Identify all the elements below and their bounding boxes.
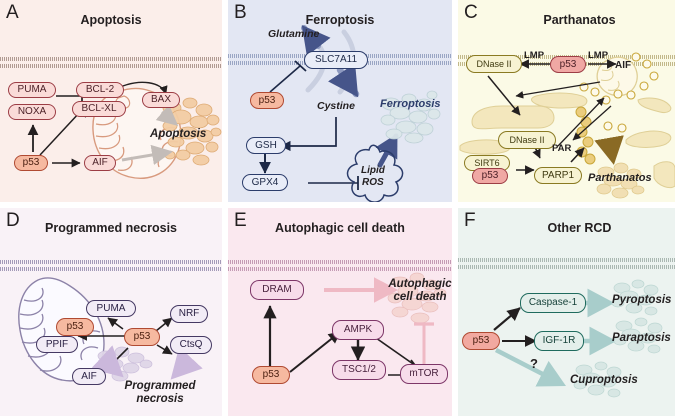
node-gsh[interactable]: GSH bbox=[246, 137, 286, 154]
label-ros: ROS bbox=[362, 177, 384, 188]
outcome-autophagic-line2: cell death bbox=[393, 291, 447, 303]
node-caspase-1[interactable]: Caspase-1 bbox=[520, 293, 586, 313]
panel-f-graphics bbox=[493, 279, 663, 398]
label-glutamine: Glutamine bbox=[268, 28, 320, 40]
node-mtor[interactable]: mTOR bbox=[400, 364, 448, 384]
panel-c-parthanatos: C Parthanatos bbox=[458, 0, 675, 202]
node-ampk[interactable]: AMPK bbox=[332, 320, 384, 340]
panel-c-graphics bbox=[459, 52, 675, 199]
label-lipid: Lipid bbox=[361, 165, 385, 176]
node-p53-d-mito[interactable]: p53 bbox=[56, 318, 94, 336]
plasma-membrane-icon bbox=[458, 258, 675, 269]
node-tsc1-2[interactable]: TSC1/2 bbox=[332, 360, 386, 380]
outcome-autophagic-line1: Autophagic bbox=[388, 278, 452, 290]
panel-f-letter: F bbox=[464, 210, 476, 231]
panel-e-autophagic-cell-death: E Autophagic cell death bbox=[228, 208, 452, 416]
node-igf-1r[interactable]: IGF-1R bbox=[534, 331, 584, 351]
node-aif-d[interactable]: AIF bbox=[72, 368, 106, 385]
node-parp1[interactable]: PARP1 bbox=[534, 167, 582, 184]
outcome-cuproptosis: Cuproptosis bbox=[570, 374, 638, 386]
panel-d-programmed-necrosis: D Programmed necrosis bbox=[0, 208, 222, 416]
panel-a-title: Apoptosis bbox=[80, 13, 142, 27]
node-p53-c-top[interactable]: p53 bbox=[550, 56, 586, 73]
panel-e-letter: E bbox=[234, 210, 247, 231]
node-dnase2-mid[interactable]: DNase II bbox=[498, 131, 556, 149]
panel-a-letter: A bbox=[6, 2, 19, 23]
node-bcl2[interactable]: BCL-2 bbox=[76, 82, 124, 98]
panel-d-letter: D bbox=[6, 210, 20, 231]
panel-b-ferroptosis: B Ferroptosis bbox=[228, 0, 452, 202]
outcome-paraptosis: Paraptosis bbox=[612, 332, 671, 344]
label-lmp-left: LMP bbox=[524, 50, 545, 61]
panel-e-graphics bbox=[263, 272, 447, 382]
panel-a-apoptosis: A Apoptosis bbox=[0, 0, 222, 202]
outcome-parthanatos: Parthanatos bbox=[588, 172, 652, 184]
node-gpx4[interactable]: GPX4 bbox=[242, 174, 288, 191]
node-nrf[interactable]: NRF bbox=[170, 305, 208, 323]
node-noxa[interactable]: NOXA bbox=[8, 104, 56, 120]
panel-d-title: Programmed necrosis bbox=[45, 221, 177, 235]
node-aif-a[interactable]: AIF bbox=[84, 155, 116, 171]
node-p53-f[interactable]: p53 bbox=[462, 332, 500, 350]
node-bcl-xl[interactable]: BCL-XL bbox=[72, 101, 126, 117]
panel-c-title: Parthanatos bbox=[543, 13, 616, 27]
node-p53-a[interactable]: p53 bbox=[14, 155, 48, 171]
panel-f-title: Other RCD bbox=[547, 221, 612, 235]
label-lmp-right: LMP bbox=[588, 50, 609, 61]
plasma-membrane-icon bbox=[0, 57, 222, 68]
label-aif-c: AIF bbox=[615, 60, 632, 71]
outcome-programmed-necrosis-line2: necrosis bbox=[136, 393, 184, 405]
node-ctsq[interactable]: CtsQ bbox=[170, 336, 212, 354]
outcome-ferroptosis: Ferroptosis bbox=[380, 98, 441, 110]
node-dnase2-top[interactable]: DNase II bbox=[466, 55, 522, 73]
node-dram[interactable]: DRAM bbox=[250, 280, 304, 300]
panel-b-letter: B bbox=[234, 2, 247, 23]
label-cystine: Cystine bbox=[317, 100, 355, 112]
outcome-programmed-necrosis-line1: Programmed bbox=[124, 380, 196, 392]
panel-e-title: Autophagic cell death bbox=[275, 221, 405, 235]
node-p53-b[interactable]: p53 bbox=[250, 92, 284, 109]
panel-c-letter: C bbox=[464, 2, 478, 23]
outcome-pyroptosis: Pyroptosis bbox=[612, 294, 672, 306]
label-par: PAR bbox=[552, 143, 572, 154]
label-question-mark: ? bbox=[530, 356, 538, 371]
node-puma-d[interactable]: PUMA bbox=[86, 300, 136, 317]
node-ppif[interactable]: PPIF bbox=[36, 336, 78, 353]
plasma-membrane-icon bbox=[228, 260, 452, 271]
node-bax[interactable]: BAX bbox=[142, 92, 180, 108]
panel-f-other-rcd: F Other RCD bbox=[458, 208, 675, 416]
node-p53-d-main[interactable]: p53 bbox=[124, 328, 160, 346]
node-slc7a11[interactable]: SLC7A11 bbox=[304, 51, 368, 69]
plasma-membrane-icon bbox=[0, 260, 222, 271]
node-p53-e[interactable]: p53 bbox=[252, 366, 290, 384]
panel-b-title: Ferroptosis bbox=[305, 13, 375, 27]
node-p53-c-bottom[interactable]: p53 bbox=[472, 168, 508, 184]
node-puma[interactable]: PUMA bbox=[8, 82, 56, 98]
outcome-apoptosis: Apoptosis bbox=[150, 128, 207, 140]
